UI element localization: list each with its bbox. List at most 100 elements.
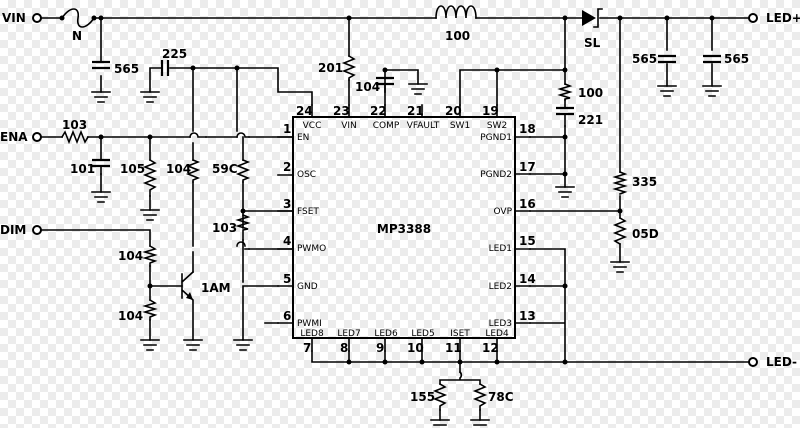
svg-text:PGND1: PGND1 [480, 133, 512, 143]
transistor-arrow [186, 292, 193, 300]
dim-terminal [32, 225, 42, 235]
svg-text:SW2: SW2 [487, 121, 507, 131]
iset-resistor-2 [472, 382, 488, 411]
svg-text:5: 5 [283, 272, 291, 286]
svg-text:103: 103 [212, 221, 237, 235]
svg-text:12: 12 [482, 341, 499, 355]
svg-text:4: 4 [283, 234, 291, 248]
led-minus-terminal [748, 357, 758, 367]
svg-text:100: 100 [445, 29, 470, 43]
svg-text:LED2: LED2 [489, 282, 512, 292]
svg-text:2: 2 [283, 160, 291, 174]
svg-text:24: 24 [296, 104, 313, 118]
svg-text:104: 104 [118, 309, 143, 323]
ovp-resistor-2 [612, 216, 628, 246]
svg-text:PGND2: PGND2 [480, 170, 512, 180]
svg-text:SL: SL [584, 36, 601, 50]
ic-name: MP3388 [377, 222, 431, 236]
svg-text:155: 155 [410, 390, 435, 404]
dim-label: DIM [0, 223, 26, 237]
dim-resistor-1 [142, 244, 158, 267]
svg-text:3: 3 [283, 197, 291, 211]
svg-text:225: 225 [162, 47, 187, 61]
svg-text:78C: 78C [488, 390, 514, 404]
ground-symbols [91, 83, 722, 426]
svg-text:7: 7 [303, 341, 311, 355]
output-capacitor-2 [703, 54, 721, 64]
snubber-capacitor [556, 106, 574, 116]
fuse-end-right [91, 15, 97, 21]
junction-dots [98, 15, 715, 365]
svg-text:VFAULT: VFAULT [407, 121, 440, 131]
svg-text:104: 104 [118, 249, 143, 263]
svg-text:100: 100 [578, 86, 603, 100]
svg-text:16: 16 [519, 197, 536, 211]
wire-crossover-hops [189, 132, 250, 250]
led-plus-terminal [748, 13, 758, 23]
svg-text:PWMO: PWMO [297, 244, 326, 254]
ena-network-wire [39, 67, 294, 341]
svg-text:335: 335 [632, 175, 657, 189]
svg-text:17: 17 [519, 160, 536, 174]
ovp-junction [617, 208, 623, 214]
svg-text:LED4: LED4 [485, 329, 509, 339]
iset-resistor-1 [432, 382, 448, 411]
ic-pin-numbers: 1 2 3 4 5 6 7 8 9 10 11 12 13 14 15 16 1… [283, 104, 536, 355]
snubber-resistor [557, 82, 573, 101]
output-capacitor-1 [658, 54, 676, 64]
svg-text:9: 9 [376, 341, 384, 355]
svg-text:N: N [72, 29, 82, 43]
svg-text:COMP: COMP [373, 121, 400, 131]
svg-text:103: 103 [62, 118, 87, 132]
osc-resistor [185, 158, 201, 183]
svg-text:13: 13 [519, 309, 536, 323]
svg-text:SW1: SW1 [450, 121, 470, 131]
svg-text:18: 18 [519, 122, 536, 136]
svg-text:6: 6 [283, 309, 291, 323]
svg-text:8: 8 [340, 341, 348, 355]
ovp-resistor-1 [612, 170, 628, 196]
svg-text:21: 21 [407, 104, 424, 118]
svg-text:19: 19 [482, 104, 499, 118]
svg-text:105: 105 [120, 162, 145, 176]
svg-text:LED6: LED6 [374, 329, 398, 339]
svg-text:10: 10 [407, 341, 424, 355]
svg-text:201: 201 [318, 61, 343, 75]
svg-text:GND: GND [297, 282, 318, 292]
component-labels: N 100 SL 565 225 201 104 100 221 565 565… [62, 29, 749, 404]
svg-text:14: 14 [519, 272, 536, 286]
svg-text:1: 1 [283, 122, 291, 136]
svg-text:1AM: 1AM [201, 281, 231, 295]
svg-text:05D: 05D [632, 227, 659, 241]
diode-bar [593, 8, 603, 28]
svg-text:59C: 59C [212, 162, 238, 176]
svg-text:565: 565 [114, 62, 139, 76]
vcc-capacitor [160, 60, 170, 76]
svg-text:VCC: VCC [303, 121, 322, 131]
svg-text:565: 565 [724, 52, 749, 66]
svg-text:LED5: LED5 [411, 329, 434, 339]
svg-text:VIN: VIN [341, 121, 357, 131]
svg-text:LED1: LED1 [489, 244, 512, 254]
svg-text:101: 101 [70, 162, 95, 176]
svg-text:22: 22 [370, 104, 387, 118]
svg-text:LED7: LED7 [337, 329, 360, 339]
ena-series-resistor [60, 129, 90, 145]
fset-resistor [235, 213, 251, 241]
transistor-symbol [180, 270, 195, 341]
svg-text:EN: EN [297, 133, 309, 143]
svg-text:20: 20 [445, 104, 462, 118]
svg-text:15: 15 [519, 234, 536, 248]
ena-pulldown-resistor [142, 158, 158, 197]
led-plus-label: LED+ [766, 11, 800, 25]
iset-wire [439, 370, 481, 421]
svg-text:ISET: ISET [450, 329, 470, 339]
fuse-end-left [59, 15, 65, 21]
vin-terminal [32, 13, 42, 23]
vin-resistor [341, 54, 357, 81]
svg-text:104: 104 [355, 80, 380, 94]
svg-text:565: 565 [632, 52, 657, 66]
svg-text:104: 104 [166, 162, 191, 176]
led-minus-label: LED- [766, 355, 797, 369]
